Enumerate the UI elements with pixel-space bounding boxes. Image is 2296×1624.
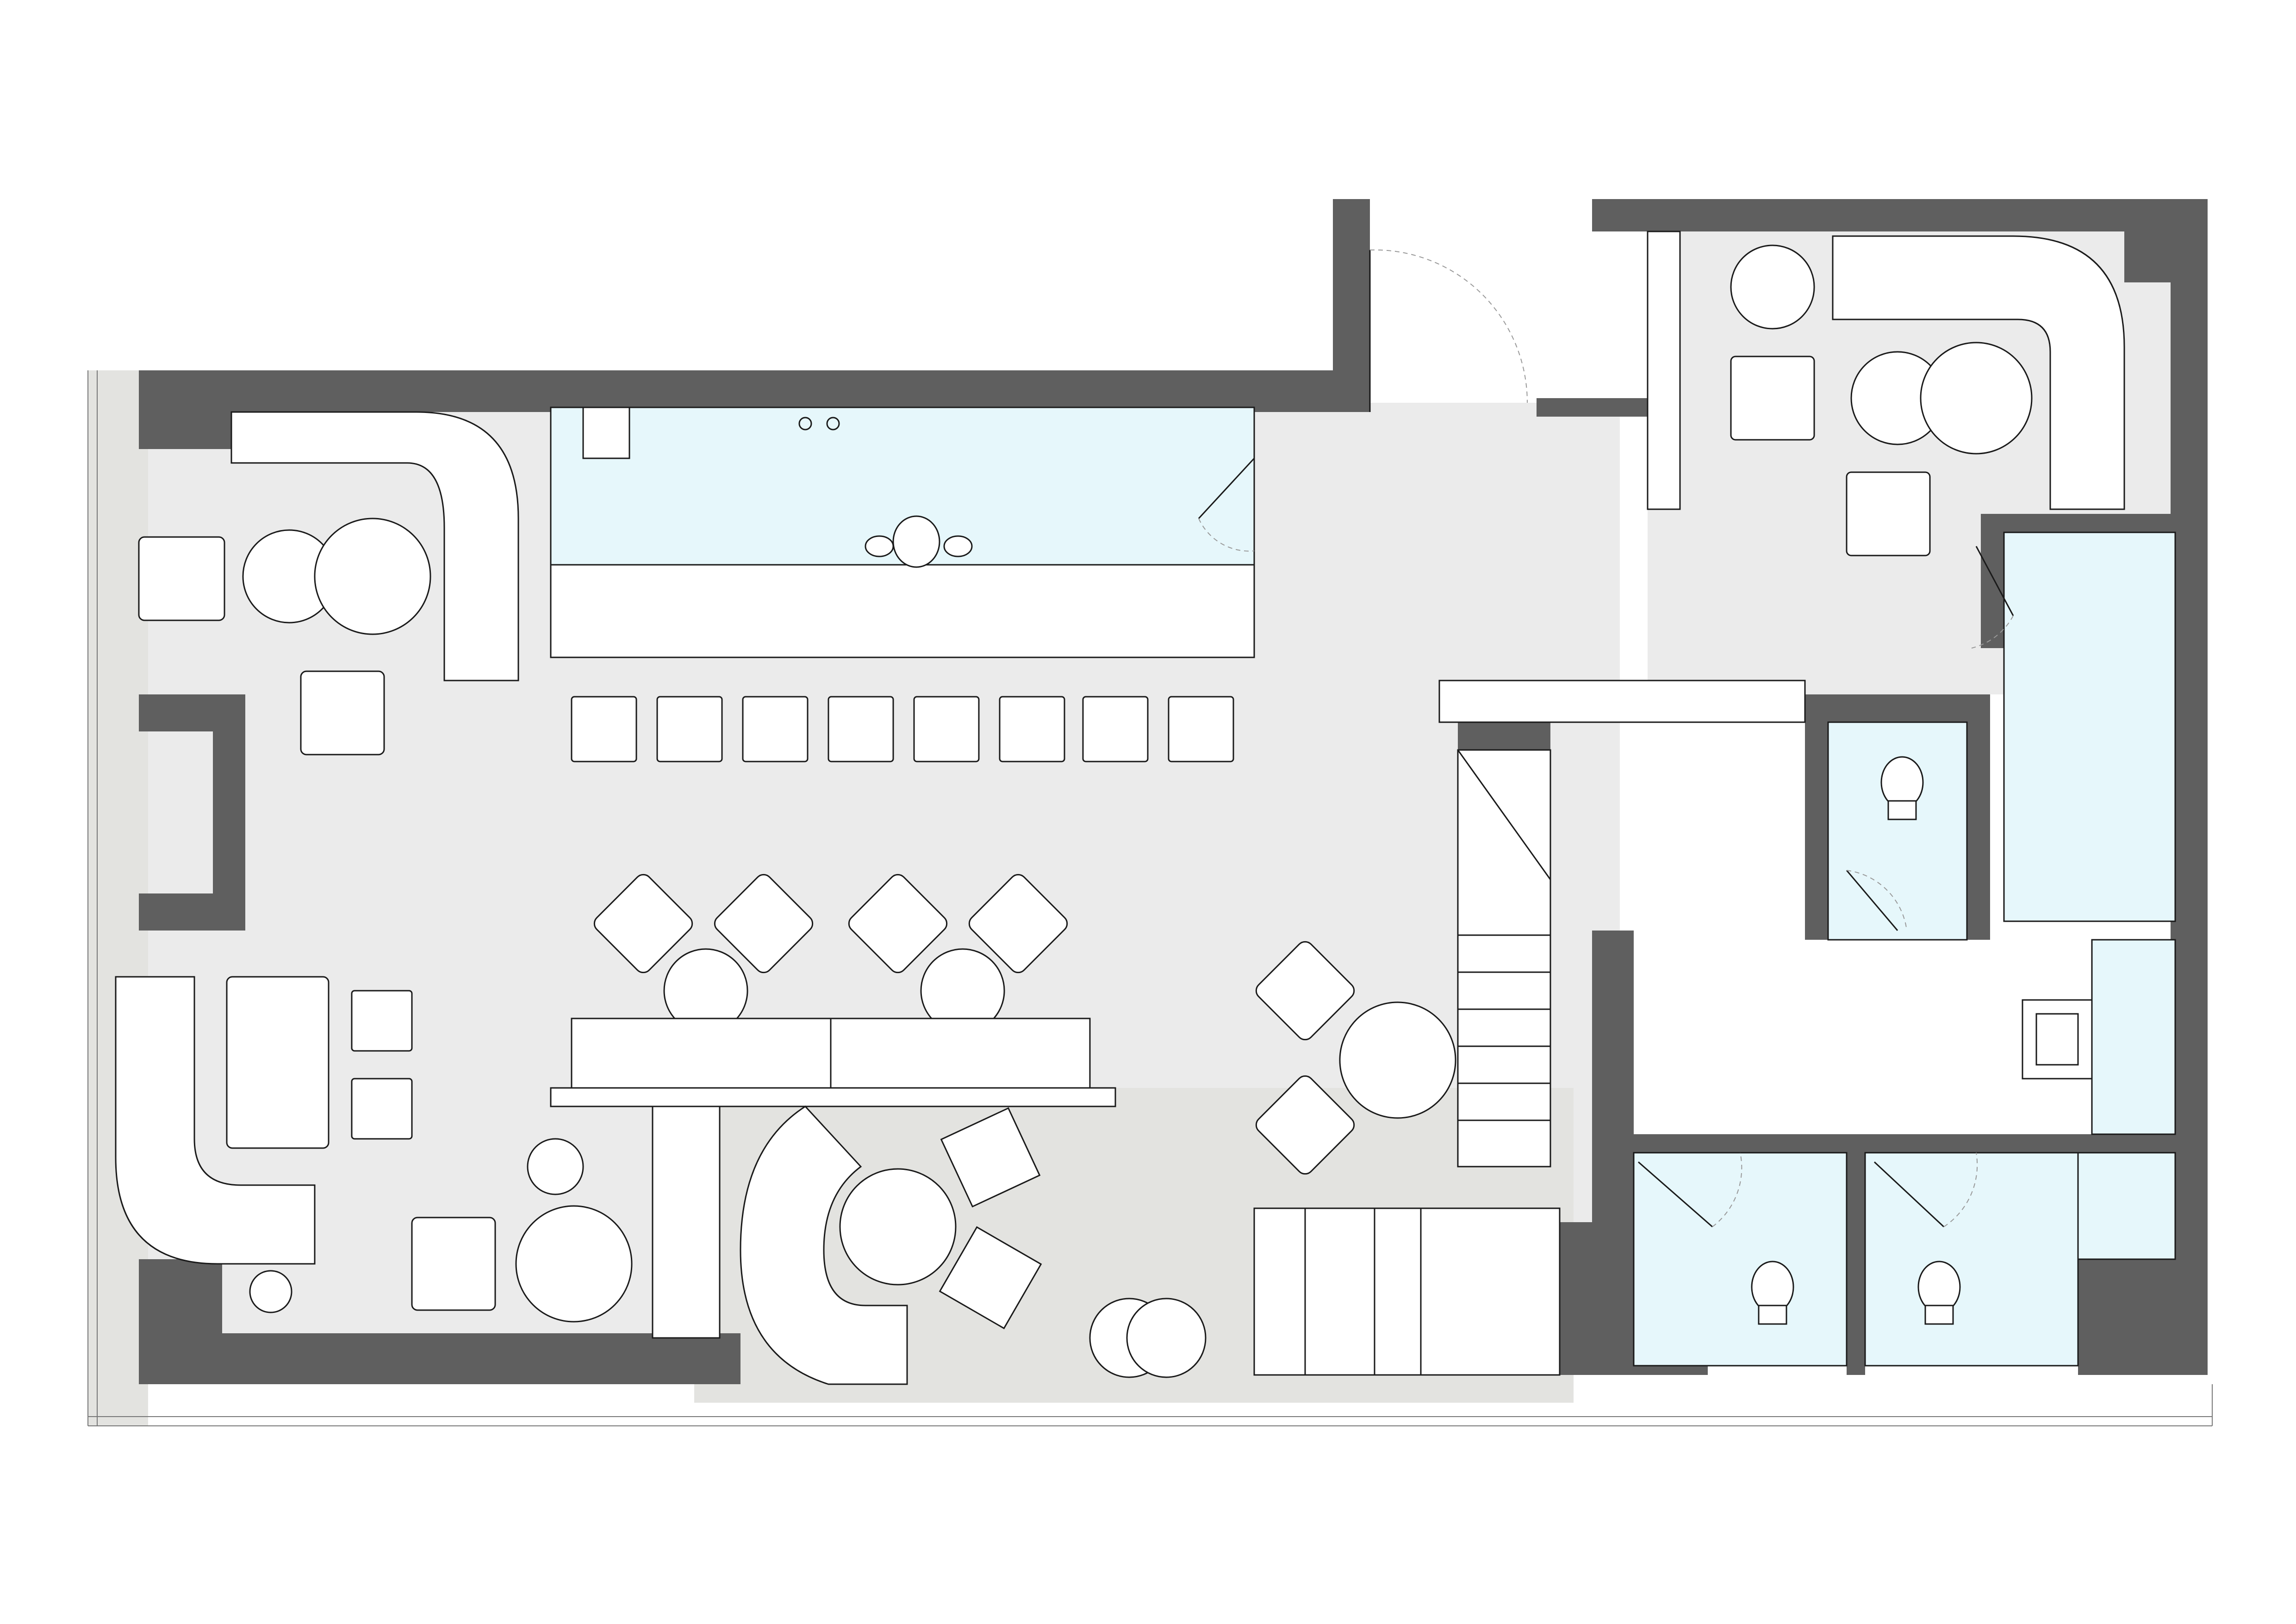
wc-4 <box>2077 1152 2176 1260</box>
shower-1 <box>2003 531 2176 922</box>
ottoman-1 <box>351 990 413 1052</box>
top-left-lounge <box>138 411 519 756</box>
strip-right2 <box>1438 680 1806 723</box>
ottoman-2 <box>351 1078 413 1140</box>
sink-area <box>2091 939 2176 1135</box>
wall-bottom-right2 <box>2078 1259 2208 1375</box>
door-swing-icon <box>1873 1152 1978 1228</box>
bar-stools <box>571 696 1234 762</box>
seat-square-2 <box>300 670 385 756</box>
chair-r1 <box>1255 941 1355 1041</box>
round-table-r <box>1339 1001 1456 1119</box>
strip-right <box>1647 231 1681 510</box>
wall-right-outer <box>2171 199 2208 1375</box>
wall-wc-lower-top <box>1634 1134 2175 1153</box>
sofa-cushion <box>226 976 330 1149</box>
stool-b <box>1126 1298 1207 1378</box>
bar-knob-2 <box>826 417 840 431</box>
bar-knob-1 <box>798 417 812 431</box>
bar-counter <box>550 406 1255 762</box>
wc-1 <box>1827 721 1968 941</box>
planter-left <box>249 1270 292 1313</box>
wall-tower <box>1333 199 1370 412</box>
curved-bench-right <box>1832 235 2125 510</box>
bottom-booth <box>652 1106 1207 1385</box>
table-r1 <box>1730 244 1815 330</box>
doors <box>1198 249 2014 1228</box>
staircase-icon <box>1253 749 1561 1376</box>
wall-bottom-right <box>1560 1222 1634 1375</box>
curved-booth <box>740 1106 908 1385</box>
left-bench <box>115 976 633 1323</box>
toilet-icon <box>1751 1261 1794 1325</box>
wall-left-niche <box>139 694 245 931</box>
chair-r2 <box>1255 1075 1355 1175</box>
wall-top-left <box>139 370 1370 412</box>
bar-top <box>550 564 1255 658</box>
sink-icon <box>2022 999 2093 1080</box>
facade <box>87 370 2213 1426</box>
seat-r2 <box>1846 471 1931 556</box>
wall-shower-frame <box>1981 514 2184 648</box>
wall-bottom-left <box>139 1259 740 1384</box>
wall-wc-upper <box>1805 694 1990 940</box>
wall-wc-divider <box>1847 1134 1865 1375</box>
round-table-left <box>515 1205 633 1323</box>
door-swing-icon <box>1198 457 1255 552</box>
divider-strip <box>652 1106 721 1339</box>
cube-2 <box>939 1226 1042 1330</box>
fixtures <box>1751 756 2093 1325</box>
chair-group-1 <box>593 874 1068 974</box>
toilet-icon <box>1917 1261 1961 1325</box>
bar-end <box>582 406 630 459</box>
wall-door-stub <box>1537 398 1648 417</box>
wall-right-corner <box>2124 231 2171 282</box>
right-lounge <box>1438 231 2125 723</box>
walls <box>139 199 2208 1384</box>
toilet-icon <box>1880 756 1924 820</box>
central-seating <box>550 874 1456 1175</box>
wall-left-upper <box>139 370 231 449</box>
wall-right-top <box>1592 199 2208 231</box>
side-table <box>527 1138 584 1195</box>
terrace-floor <box>88 370 148 1426</box>
seat-square-1 <box>138 536 225 621</box>
door-swing-icon <box>1369 249 1528 412</box>
l-bench <box>115 976 316 1265</box>
curved-bench <box>230 411 519 681</box>
table-2 <box>314 518 431 635</box>
wc-3 <box>1864 1152 2079 1367</box>
door-swing-icon <box>1638 1152 1742 1228</box>
door-swing-icon <box>1971 546 2014 649</box>
bench-base <box>550 1087 1116 1107</box>
seat-r1 <box>1730 356 1815 441</box>
table-r3 <box>1920 342 2033 455</box>
round-table-booth <box>839 1168 957 1286</box>
cube-1 <box>940 1107 1041 1208</box>
door-swing-icon <box>1846 870 1907 931</box>
person-icon <box>865 515 973 568</box>
armchair <box>411 1217 496 1311</box>
